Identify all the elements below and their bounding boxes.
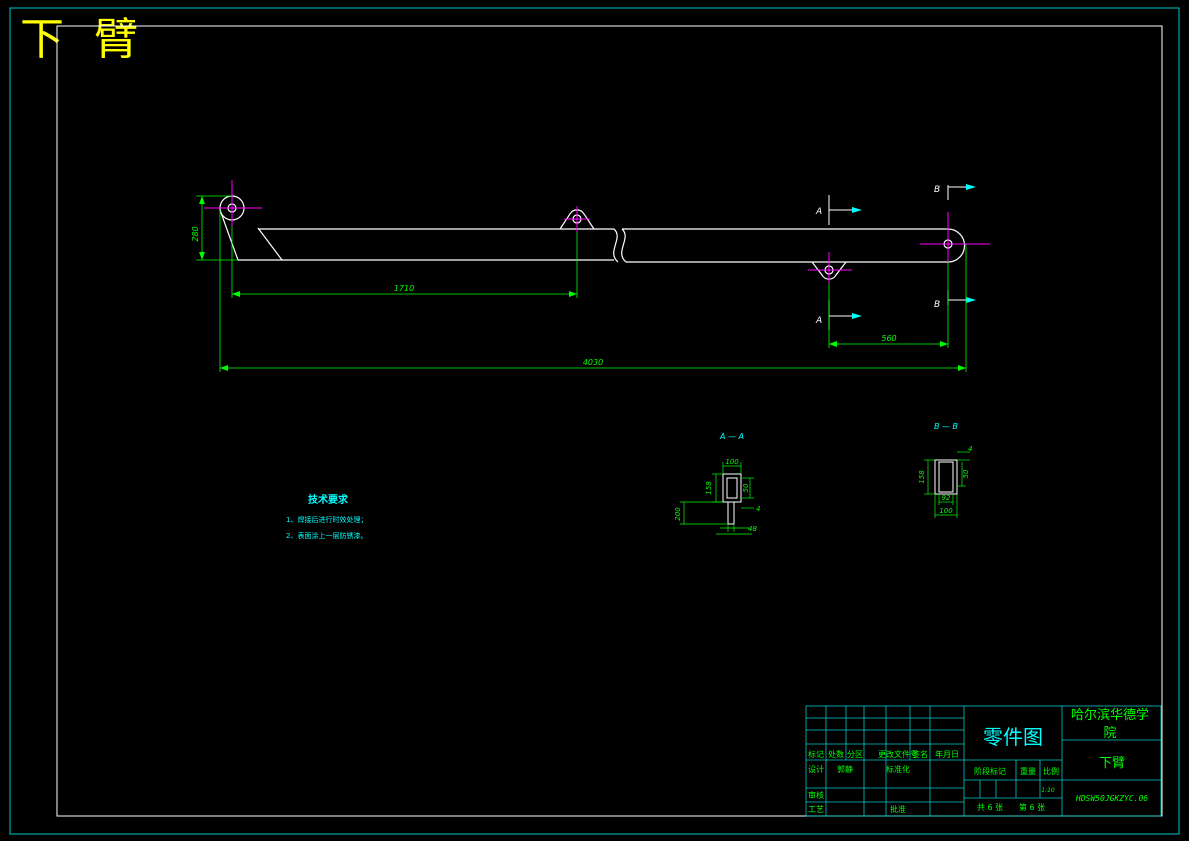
tb-approve: 批准 bbox=[890, 804, 906, 814]
sec-b-dim-50: 50 bbox=[962, 469, 970, 478]
title-drawing-no: HDSW50JGKZYC.06 bbox=[1075, 794, 1148, 803]
tb-design: 设计 bbox=[808, 764, 824, 774]
cut-label-b-top: B bbox=[934, 185, 940, 195]
section-b-title: B — B bbox=[934, 422, 958, 431]
sec-a-dim-158: 158 bbox=[705, 481, 713, 495]
notes-line-2: 2、表面涂上一层防锈漆。 bbox=[286, 531, 367, 540]
tb-count: 处数 bbox=[828, 749, 844, 759]
tb-review: 审核 bbox=[808, 790, 824, 800]
sec-b-dim-92: 92 bbox=[942, 494, 951, 502]
tb-date: 年月日 bbox=[935, 749, 959, 759]
cut-label-a-bottom: A bbox=[815, 316, 822, 326]
tb-process: 工艺 bbox=[808, 805, 824, 814]
dim-text-560: 560 bbox=[881, 334, 896, 343]
section-cut-markers bbox=[828, 185, 972, 330]
tb-sheet-no: 第 6 张 bbox=[1019, 802, 1045, 812]
title-part-name: 下臂 bbox=[1099, 756, 1125, 771]
tb-scale: 1:10 bbox=[1041, 787, 1055, 794]
tb-ratio: 比例 bbox=[1043, 766, 1059, 776]
cut-label-a-top: A bbox=[815, 207, 822, 217]
sec-b-dim-4: 4 bbox=[968, 445, 972, 453]
tb-standardize: 标准化 bbox=[886, 764, 910, 774]
tb-sheets: 共 6 张 bbox=[977, 803, 1003, 812]
cut-label-b-bottom: B bbox=[934, 300, 940, 310]
section-a-dims bbox=[680, 462, 754, 535]
sec-a-dim-200: 200 bbox=[674, 507, 682, 521]
center-marks bbox=[204, 180, 990, 284]
dim-text-4030: 4030 bbox=[583, 358, 603, 367]
section-b-dims bbox=[924, 451, 970, 518]
tb-mark: 标记 bbox=[808, 749, 824, 759]
section-b-view bbox=[934, 459, 958, 495]
tb-zone: 分区 bbox=[847, 750, 863, 759]
sec-a-dim-50: 50 bbox=[742, 483, 750, 492]
tb-change-doc: 更改文件号 bbox=[878, 749, 918, 759]
section-a-title: A — A bbox=[719, 432, 744, 441]
tb-stage: 阶段标记 bbox=[974, 766, 1006, 776]
dim-text-1710: 1710 bbox=[394, 284, 414, 293]
outer-frame bbox=[9, 7, 1180, 835]
main-dimension-arrows bbox=[199, 196, 966, 371]
title-block-grid bbox=[805, 705, 1162, 817]
title-school-2: 院 bbox=[1103, 726, 1116, 741]
title-school: 哈尔滨华德学 bbox=[1071, 707, 1149, 723]
drawing-heading: 下 臂 bbox=[20, 14, 146, 65]
sec-b-dim-158: 158 bbox=[918, 470, 926, 484]
dim-text-280: 280 bbox=[191, 226, 200, 241]
section-cut-arrows bbox=[852, 184, 976, 319]
section-a-view bbox=[722, 473, 742, 525]
notes-line-1: 1、焊接后进行时效处理； bbox=[286, 515, 367, 524]
sec-a-dim-48: 48 bbox=[748, 525, 757, 533]
sec-a-dim-100: 100 bbox=[725, 458, 739, 466]
sec-a-dim-4: 4 bbox=[756, 505, 760, 513]
tb-weight: 重量 bbox=[1020, 766, 1036, 776]
title-part-type: 零件图 bbox=[983, 725, 1043, 749]
tb-sign: 签名 bbox=[912, 749, 928, 759]
tb-designer: 郭静 bbox=[837, 764, 853, 774]
main-dimensions bbox=[196, 195, 967, 372]
notes-title: 技术要求 bbox=[308, 493, 349, 506]
sec-b-dim-100: 100 bbox=[939, 507, 953, 515]
inner-frame bbox=[56, 25, 1163, 817]
